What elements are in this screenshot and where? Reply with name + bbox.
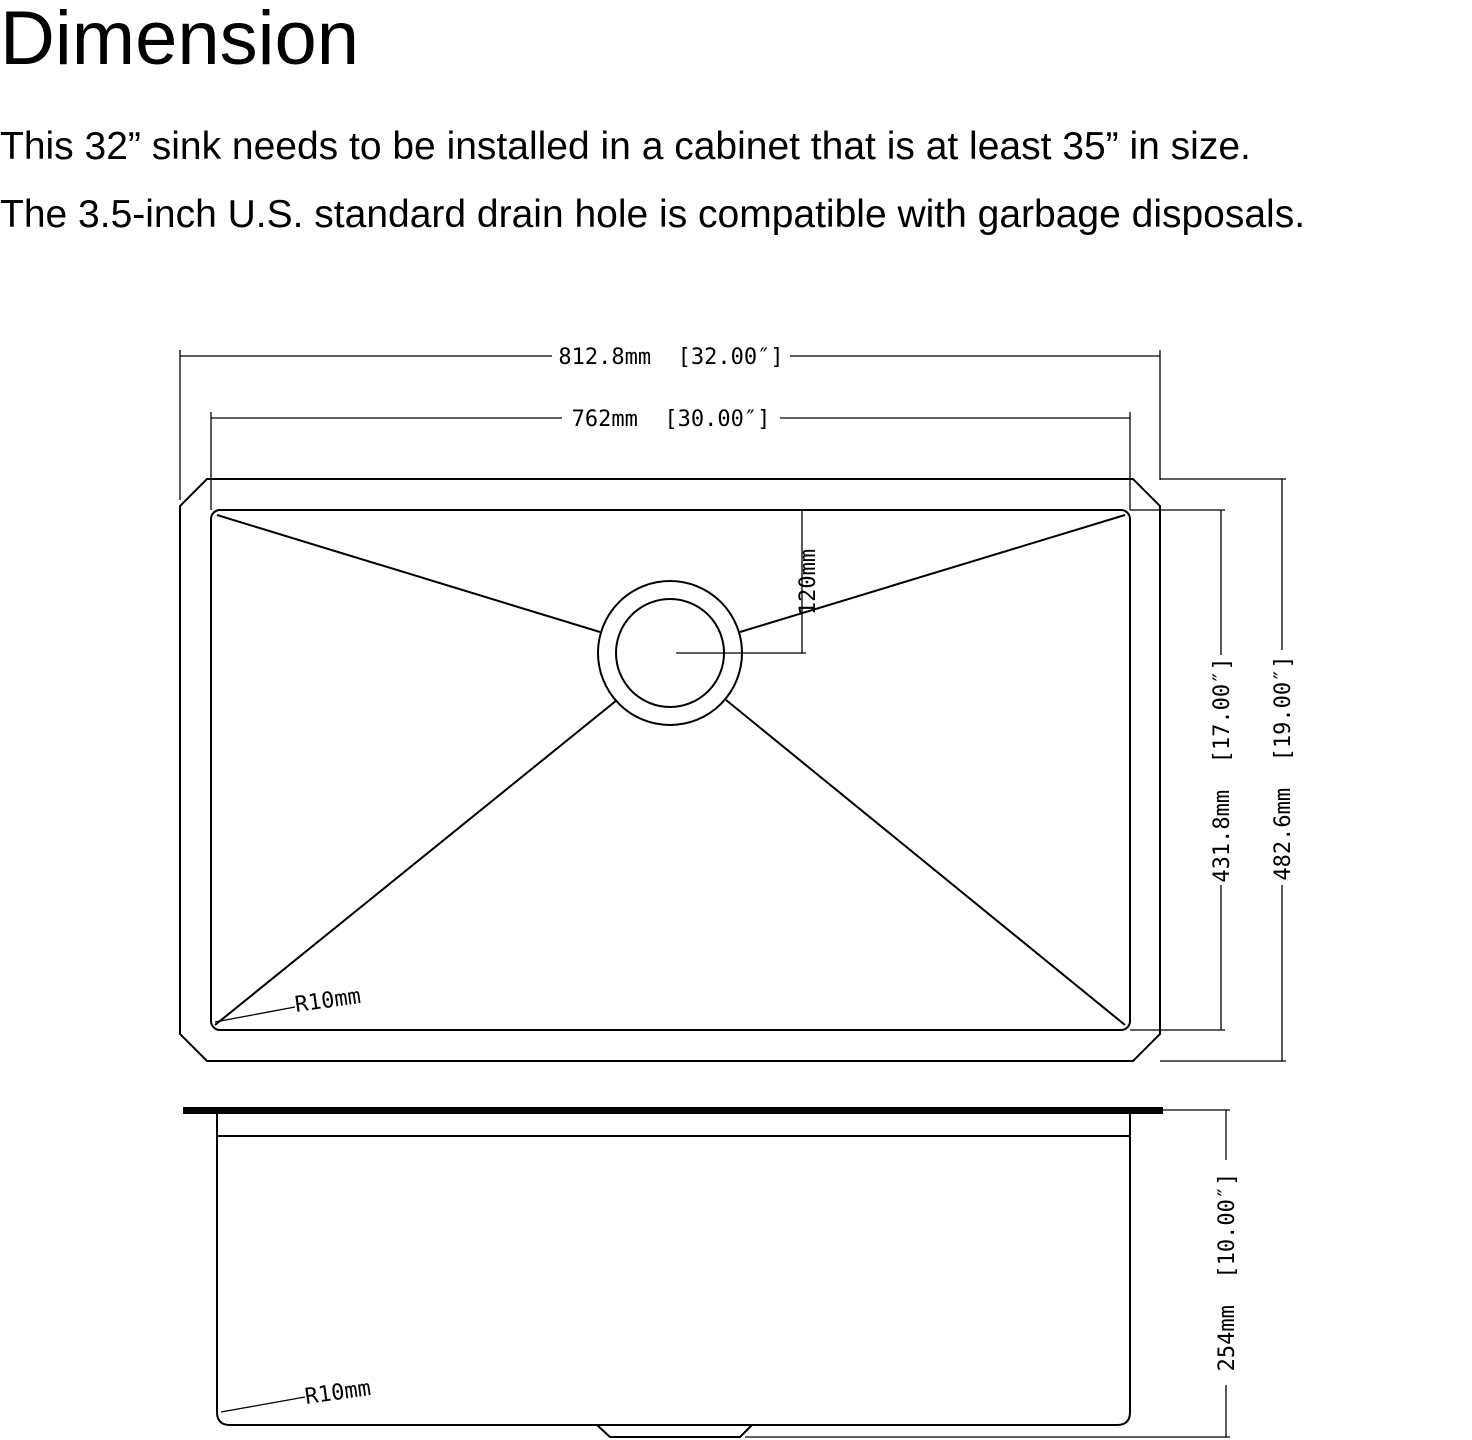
drain-offset-label: 120mm — [796, 549, 821, 615]
bowl-height-label: 254mm [10.00″] — [1215, 1173, 1240, 1372]
description-line-2: The 3.5-inch U.S. standard drain hole is… — [0, 193, 1306, 236]
drain-body — [596, 1424, 753, 1438]
corner-radius-side-label: R10mm — [303, 1376, 372, 1410]
sink-flange — [183, 1107, 1163, 1114]
slope-line-br — [725, 699, 1126, 1026]
bowl-depth-label: 431.8mm [17.00″] — [1210, 657, 1235, 882]
overall-width-label: 812.8mm [32.00″] — [558, 345, 783, 370]
slope-line-tl — [216, 514, 601, 633]
slope-line-bl — [214, 699, 618, 1026]
page-title: Dimension — [0, 0, 360, 81]
bowl-outline — [210, 509, 1131, 1031]
bowl-width-label: 762mm [30.00″] — [572, 407, 771, 432]
description-line-1: This 32” sink needs to be installed in a… — [0, 125, 1251, 168]
corner-radius-top-label: R10mm — [293, 984, 362, 1018]
bowl-side-outline — [216, 1114, 1131, 1426]
sink-rim-outline — [179, 478, 1161, 1062]
overall-depth-label: 482.6mm [19.00″] — [1271, 655, 1296, 880]
slope-line-tr — [739, 514, 1126, 633]
